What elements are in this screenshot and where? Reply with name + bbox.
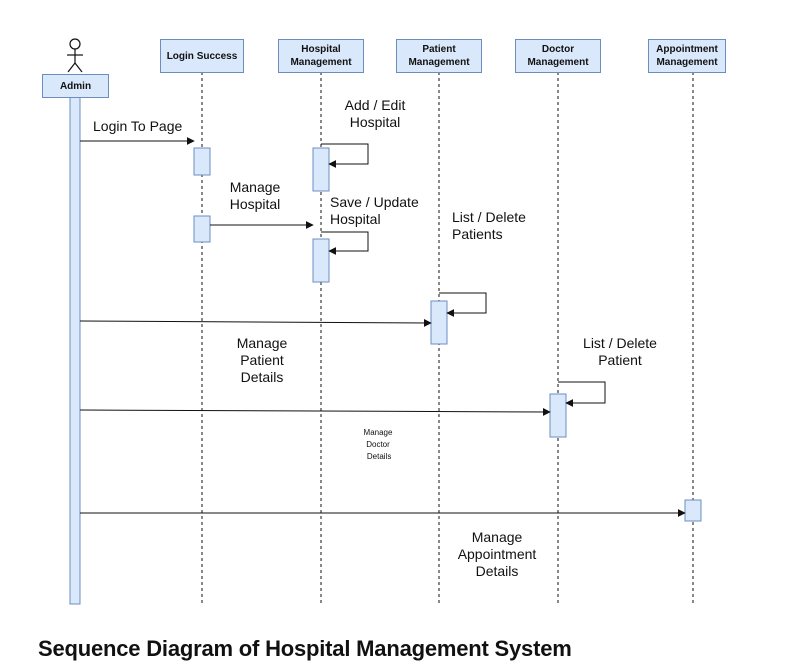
- message-label-save-update-hospital: Save / Update Hospital: [330, 194, 419, 227]
- lifeline-header-login-success: Login Success: [160, 39, 244, 73]
- message-label-manage-appointment-details: Manage Appointment Details: [457, 529, 537, 579]
- activation-login-2: [193, 215, 211, 243]
- activation-appointment: [684, 499, 702, 522]
- self-call-list-delete-patient: [558, 381, 606, 407]
- self-call-list-delete-patients: [439, 292, 487, 317]
- admin-activation-bar: [69, 96, 81, 605]
- message-label-manage-patient-details: Manage Patient Details: [236, 335, 288, 385]
- lifeline-header-hospital-management: Hospital Management: [278, 39, 364, 73]
- activation-hospital-2: [312, 238, 330, 283]
- message-label-list-delete-patients: List / Delete Patients: [452, 209, 526, 242]
- activation-doctor: [549, 393, 567, 438]
- diagram-caption: Sequence Diagram of Hospital Management …: [38, 636, 572, 661]
- lifeline-header-doctor-management: Doctor Management: [515, 39, 601, 73]
- message-label-manage-hospital: Manage Hospital: [229, 179, 281, 212]
- self-call-add-edit: [321, 143, 369, 168]
- self-call-save-update: [321, 231, 369, 255]
- message-label-manage-doctor-details: Manage Doctor Details: [363, 428, 393, 461]
- activation-login-1: [193, 147, 211, 176]
- actor-admin-box: Admin: [42, 74, 109, 98]
- activation-patient: [430, 300, 448, 345]
- lifeline-header-appointment-management: Appointment Management: [648, 39, 726, 73]
- activation-hospital-1: [312, 147, 330, 192]
- message-label-login-to-page: Login To Page: [93, 118, 183, 134]
- stick-figure-icon: [67, 38, 83, 73]
- lifeline-header-patient-management: Patient Management: [396, 39, 482, 73]
- message-label-add-edit-hospital: Add / Edit Hospital: [344, 97, 406, 130]
- message-arrow-manage-doctor: [79, 407, 551, 416]
- message-arrow-manage-patient: [79, 318, 432, 327]
- message-label-list-delete-patient: List / Delete Patient: [583, 335, 657, 368]
